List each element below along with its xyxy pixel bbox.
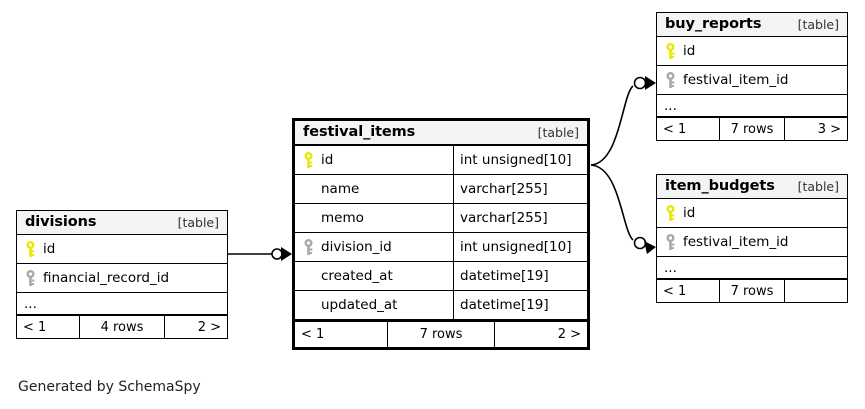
cardinality-many-marker (644, 241, 656, 254)
table-kind-label: [table] (537, 124, 579, 140)
cardinality-many-marker (645, 76, 656, 90)
column-label: festival_item_id (683, 234, 789, 250)
key-icon-foreign (302, 238, 315, 256)
table-row[interactable]: id (657, 199, 847, 228)
table-title: divisions (25, 214, 97, 230)
column-name-cell: id (657, 37, 847, 65)
column-name-cell: division_id (295, 233, 453, 261)
row-count-label: 7 rows (719, 118, 785, 140)
more-columns-indicator: ... (657, 257, 847, 279)
table-footer: < 1 7 rows 3 > (657, 117, 847, 140)
column-type: datetime[19] (453, 262, 587, 290)
prev-page-button[interactable]: < 1 (301, 327, 325, 342)
next-page-button[interactable]: 2 > (197, 319, 221, 335)
table-header: item_budgets [table] (657, 175, 847, 199)
cardinality-zero-marker (633, 76, 647, 90)
next-page-button[interactable]: 3 > (817, 121, 841, 137)
column-name-cell: festival_item_id (657, 228, 847, 256)
column-label: division_id (321, 239, 392, 255)
table-row[interactable]: financial_record_id (17, 264, 227, 293)
table-kind-label: [table] (177, 214, 219, 230)
table-festival-items[interactable]: festival_items [table] id int unsigned[1… (292, 118, 590, 350)
column-label: financial_record_id (43, 270, 170, 286)
key-icon-primary (664, 204, 677, 222)
column-name-cell: festival_item_id (657, 66, 847, 94)
column-name-cell: created_at (295, 262, 453, 290)
column-label: id (683, 43, 696, 59)
column-name-cell: id (657, 199, 847, 227)
next-page-button[interactable] (785, 280, 847, 302)
table-header: festival_items [table] (295, 121, 587, 146)
column-type: datetime[19] (453, 291, 587, 319)
key-icon-foreign (664, 71, 677, 89)
column-name-cell: id (295, 146, 453, 174)
table-title: festival_items (303, 124, 416, 140)
table-row[interactable]: id (17, 235, 227, 264)
column-type: varchar[255] (453, 204, 587, 232)
table-row[interactable]: updated_at datetime[19] (295, 291, 587, 320)
cardinality-zero-marker (271, 248, 283, 260)
next-page-button[interactable]: 2 > (557, 327, 581, 342)
more-columns-indicator: ... (17, 293, 227, 315)
column-label: name (321, 181, 360, 197)
table-title: item_budgets (665, 178, 775, 194)
table-footer: < 1 4 rows 2 > (17, 315, 227, 338)
cardinality-many-marker (281, 247, 292, 261)
column-name-cell: updated_at (295, 291, 453, 319)
key-icon-primary (302, 151, 315, 169)
generated-by-caption: Generated by SchemaSpy (18, 379, 201, 395)
row-count-label: 7 rows (719, 280, 785, 302)
relationship-festival-items-buy-reports (590, 76, 656, 166)
column-name-cell: memo (295, 204, 453, 232)
cardinality-zero-marker (633, 236, 647, 250)
column-label: id (683, 205, 696, 221)
table-row[interactable]: created_at datetime[19] (295, 262, 587, 291)
column-label: id (43, 241, 56, 257)
key-icon-primary (24, 240, 37, 258)
column-type: int unsigned[10] (453, 146, 587, 174)
table-title: buy_reports (665, 16, 762, 32)
relationship-festival-items-item-budgets (590, 164, 656, 254)
table-divisions[interactable]: divisions [table] id (16, 210, 228, 339)
row-count-label: 4 rows (79, 316, 165, 338)
column-label: festival_item_id (683, 72, 789, 88)
relationship-divisions-festival-items (228, 247, 292, 261)
table-buy-reports[interactable]: buy_reports [table] id (656, 12, 848, 141)
key-icon-primary (664, 42, 677, 60)
table-footer: < 1 7 rows 2 > (295, 320, 587, 347)
prev-page-button[interactable]: < 1 (663, 283, 687, 299)
column-label: created_at (321, 268, 393, 284)
column-type: varchar[255] (453, 175, 587, 203)
prev-page-button[interactable]: < 1 (663, 121, 687, 137)
more-columns-indicator: ... (657, 95, 847, 117)
table-row[interactable]: festival_item_id (657, 66, 847, 95)
column-label: updated_at (321, 297, 398, 313)
key-icon-foreign (664, 233, 677, 251)
table-row[interactable]: id (657, 37, 847, 66)
table-row[interactable]: name varchar[255] (295, 175, 587, 204)
column-label: id (321, 152, 334, 168)
table-footer: < 1 7 rows (657, 279, 847, 302)
prev-page-button[interactable]: < 1 (23, 319, 47, 335)
column-name-cell: financial_record_id (17, 264, 227, 292)
table-kind-label: [table] (797, 178, 839, 194)
row-count-label: 7 rows (387, 322, 495, 347)
table-header: buy_reports [table] (657, 13, 847, 37)
table-row[interactable]: id int unsigned[10] (295, 146, 587, 175)
table-header: divisions [table] (17, 211, 227, 235)
key-icon-foreign (24, 269, 37, 287)
table-item-budgets[interactable]: item_budgets [table] id (656, 174, 848, 303)
table-kind-label: [table] (797, 16, 839, 32)
column-label: memo (321, 210, 364, 226)
column-name-cell: id (17, 235, 227, 263)
table-row[interactable]: division_id int unsigned[10] (295, 233, 587, 262)
column-name-cell: name (295, 175, 453, 203)
table-row[interactable]: festival_item_id (657, 228, 847, 257)
table-row[interactable]: memo varchar[255] (295, 204, 587, 233)
column-type: int unsigned[10] (453, 233, 587, 261)
